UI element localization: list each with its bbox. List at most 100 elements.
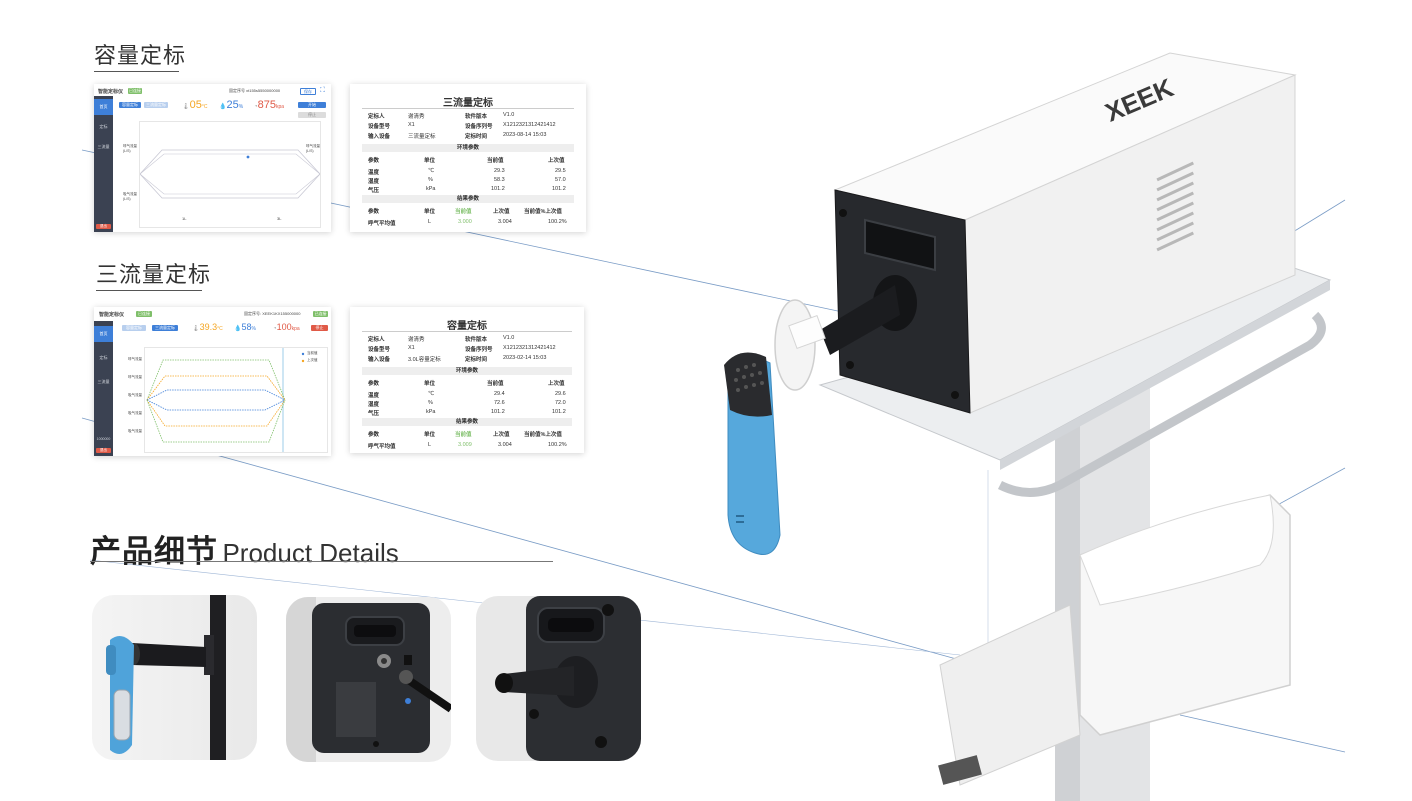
table-cell: 湿度	[368, 402, 380, 408]
sidebar: 首页 定标 三流量 1000000 退出	[94, 321, 113, 456]
info-value: 谢清秀	[408, 114, 425, 120]
sidebar-item-home[interactable]: 首页	[99, 331, 108, 336]
table-cell: kPa	[426, 409, 436, 415]
sidebar-item-three-flow[interactable]: 三流量	[97, 379, 110, 384]
table-cell: 100.2%	[548, 219, 567, 225]
connect-button[interactable]: 已连接	[313, 311, 328, 317]
tab-volume-calibration[interactable]: 容量定标	[119, 102, 141, 108]
temperature-readout: 🌡05°C	[182, 99, 208, 111]
table-cell: 3.004	[498, 219, 512, 225]
sidebar-item-home[interactable]: 首页	[99, 104, 108, 109]
status-badge: 已连接	[128, 88, 142, 94]
table-cell: L	[428, 442, 432, 448]
result-header: 结果参数	[362, 195, 574, 203]
stop-button[interactable]: 停止	[311, 325, 328, 331]
col-header: 当前值	[487, 158, 504, 164]
y-label: 吸气流量	[128, 429, 142, 433]
info-value: 3.0L容量定标	[408, 357, 441, 363]
fullscreen-icon[interactable]: ⛶	[320, 87, 325, 94]
tab-three-flow-calibration[interactable]: 三流量定标	[144, 102, 168, 108]
table-cell: 呼气平均值	[368, 221, 396, 227]
sidebar-item-three-flow[interactable]: 三流量	[97, 144, 110, 149]
start-button[interactable]: 开始	[298, 102, 326, 108]
legend-marker-current	[301, 352, 305, 356]
y-label-right: 呼气流量(L/S)	[306, 144, 320, 153]
y-label: 呼气流量	[128, 375, 142, 379]
info-label: 输入设备	[368, 357, 391, 363]
section-title-underline	[96, 290, 202, 291]
thermometer-icon: 🌡	[182, 104, 190, 110]
table-cell: %	[428, 400, 433, 406]
info-label: 定标时间	[465, 357, 488, 363]
table-cell: 29.3	[494, 168, 505, 174]
table-cell: 气压	[368, 188, 380, 194]
info-value: 谢清秀	[408, 337, 425, 343]
exit-button[interactable]: 退出	[96, 448, 111, 453]
sidebar-item-calibration[interactable]: 定标	[99, 355, 108, 360]
col-header: 上次值	[548, 381, 565, 387]
col-header: 参数	[368, 432, 380, 438]
col-header: 单位	[424, 158, 436, 164]
info-label: 软件版本	[465, 337, 488, 343]
table-cell: 3.000	[458, 219, 472, 225]
table-cell: 29.6	[555, 391, 566, 397]
info-value: X1212321312421412	[503, 345, 556, 351]
info-value: V1.0	[503, 112, 515, 118]
three-flow-chart	[144, 347, 328, 453]
detail-image-connector	[476, 596, 641, 761]
exit-button[interactable]: 退出	[96, 224, 111, 229]
current-point	[246, 155, 250, 159]
table-cell: 气压	[368, 411, 380, 417]
sidebar-item-calibration[interactable]: 定标	[99, 124, 108, 129]
table-cell: 湿度	[368, 179, 380, 185]
info-label: 设备型号	[368, 124, 391, 130]
y-label: 呼气流量	[128, 357, 142, 361]
col-header: 上次值	[493, 432, 510, 438]
humidity-readout: 💧58%	[234, 322, 256, 332]
three-flow-curves	[146, 348, 305, 452]
info-value: X1	[408, 122, 415, 128]
tab-volume-calibration[interactable]: 容量定标	[122, 325, 146, 331]
section-title-three-flow-calibration: 三流量定标	[96, 262, 212, 287]
product-details-title-en: Product Details	[222, 538, 399, 568]
info-value: V1.0	[503, 335, 515, 341]
legend-previous: 上次值	[307, 358, 318, 362]
info-label: 设备型号	[368, 347, 391, 353]
table-cell: 温度	[368, 393, 380, 399]
info-label: 输入设备	[368, 134, 391, 140]
info-value: X1212321312421412	[503, 122, 556, 128]
table-cell: 呼气平均值	[368, 444, 396, 450]
info-value: 2023-02-14 15:03	[503, 355, 547, 361]
info-label: 定标时间	[465, 134, 488, 140]
report-three-flow: 三流量定标 定标人 谢清秀 软件版本 V1.0 设备型号 X1 设备序列号 X1…	[350, 84, 586, 232]
info-label: 定标人	[368, 337, 385, 343]
col-header: 参数	[368, 381, 380, 387]
table-cell: L	[428, 219, 432, 225]
col-header: 单位	[424, 432, 436, 438]
col-header: 当前值%上次值	[524, 432, 562, 438]
info-label: 设备序列号	[465, 347, 493, 353]
col-header: 单位	[424, 209, 436, 215]
product-details-underline	[90, 561, 553, 562]
table-cell: 58.3	[494, 177, 505, 183]
table-cell: 3.009	[458, 442, 472, 448]
report-title: 三流量定标	[443, 98, 493, 109]
table-cell: 57.0	[555, 177, 566, 183]
flow-volume-curves	[139, 149, 321, 199]
temperature-readout: 🌡39.3°C	[192, 322, 223, 332]
tab-three-flow-calibration[interactable]: 三流量定标	[152, 325, 178, 331]
info-value: 2023-08-14 15:03	[503, 132, 547, 138]
info-value: X1	[408, 345, 415, 351]
humidity-readout: 💧25%	[219, 99, 244, 111]
app-screenshot-three-flow: 智能定标仪 已连接 固定序号: XEEK1KX155000000 已连接 首页 …	[94, 307, 331, 456]
sidebar-item-counter: 1000000	[96, 437, 111, 441]
info-label: 定标人	[368, 114, 385, 120]
info-label: 设备序列号	[465, 124, 493, 130]
table-cell: 29.5	[555, 168, 566, 174]
table-cell: 3.004	[498, 442, 512, 448]
save-button[interactable]: 保存	[300, 88, 316, 95]
gauge-icon: ◔	[273, 326, 277, 332]
stop-button[interactable]: 停止	[298, 112, 326, 118]
env-header: 环境参数	[362, 144, 574, 152]
x-label-3l: 3L	[277, 216, 282, 221]
